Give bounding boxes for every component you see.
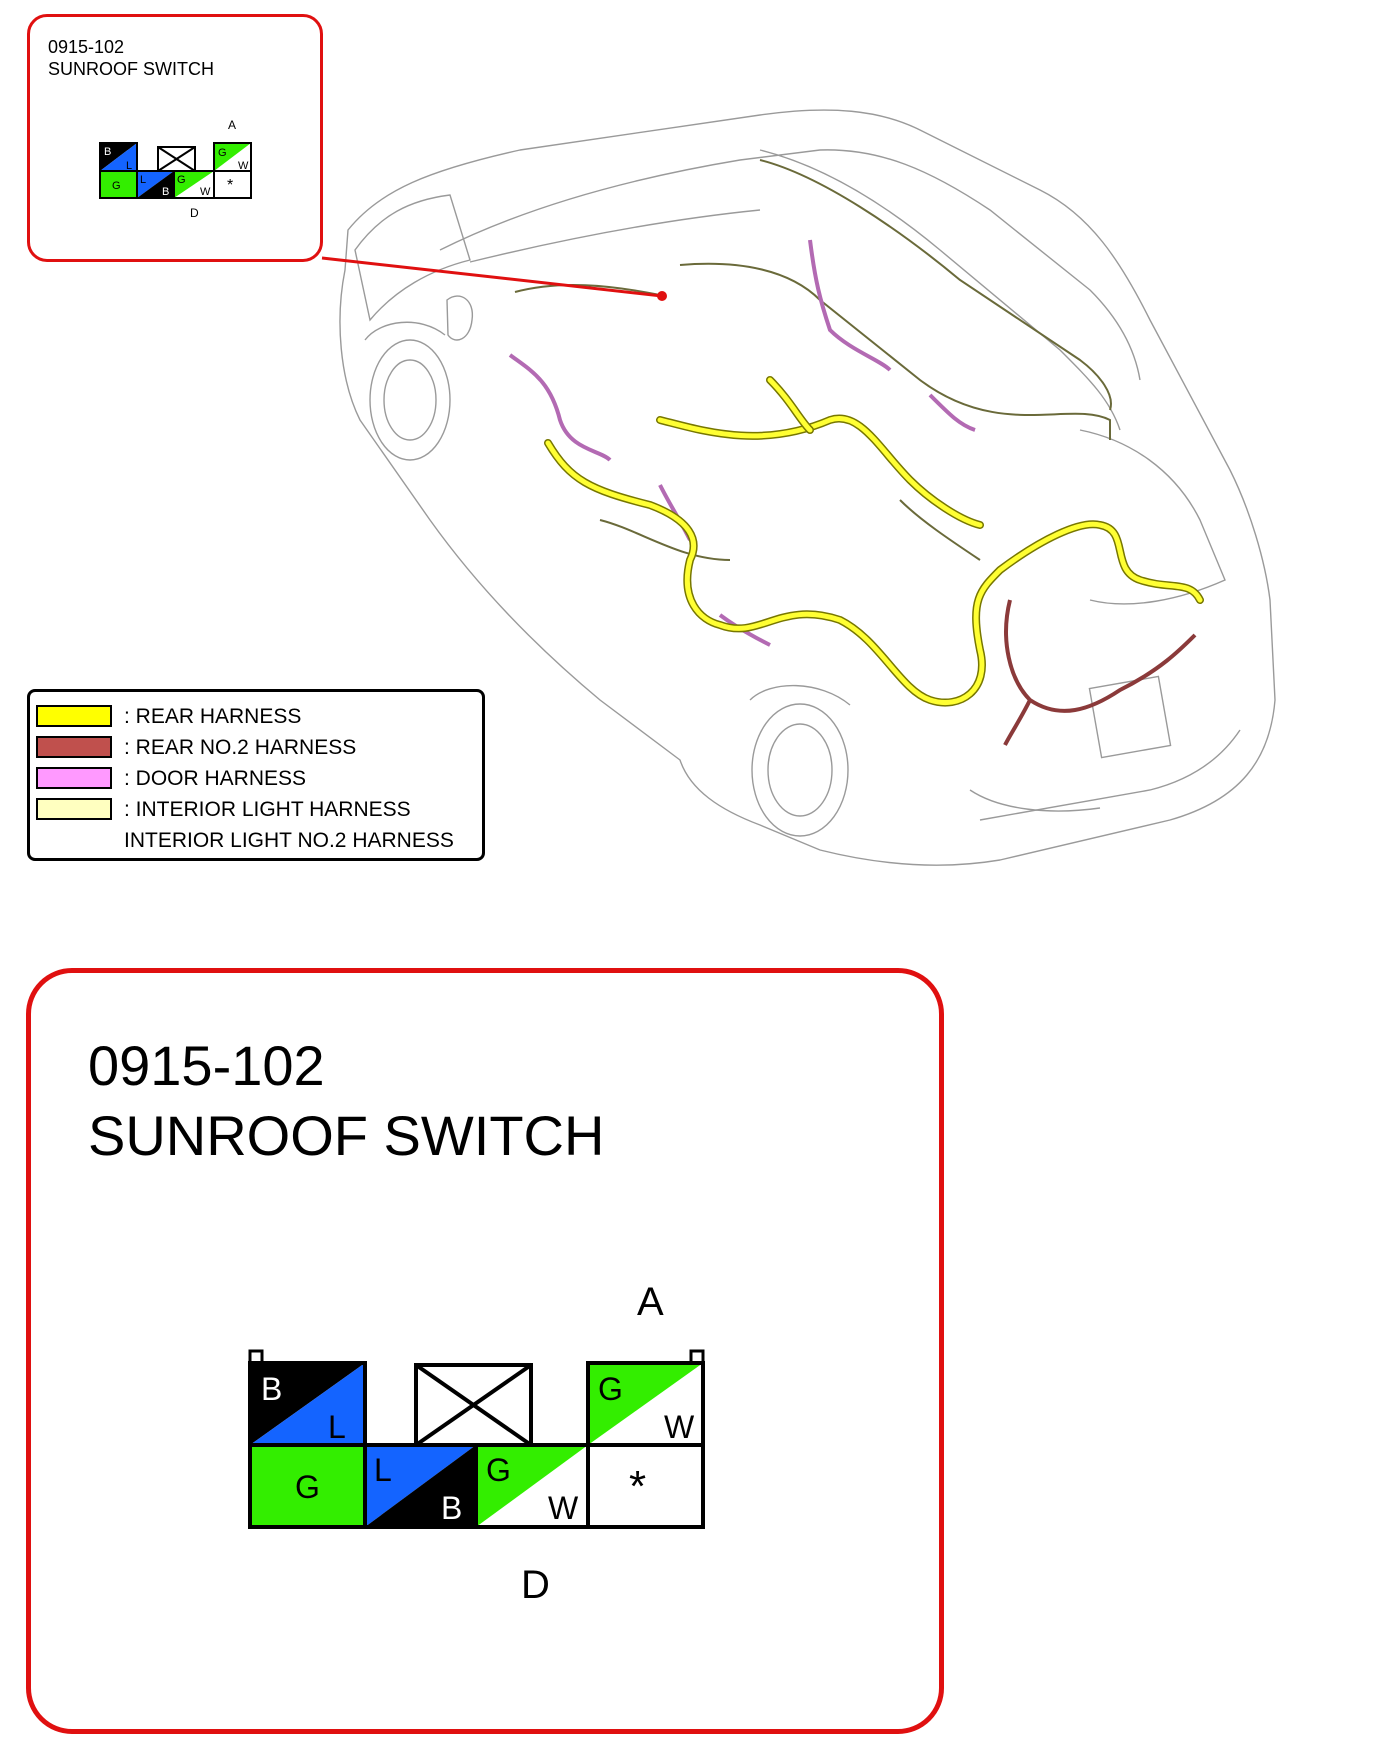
connector-callout-large: 0915-102 SUNROOF SWITCH A D B L G W <box>26 968 944 1734</box>
harness-legend: : REAR HARNESS : REAR NO.2 HARNESS : DOO… <box>27 689 485 861</box>
terminal-bottom-mid2: G W <box>474 1443 590 1529</box>
svg-text:G: G <box>598 1371 623 1407</box>
svg-text:W: W <box>200 186 211 198</box>
svg-text:G: G <box>112 180 121 192</box>
svg-text:G: G <box>218 147 227 159</box>
svg-text:G: G <box>177 174 186 186</box>
terminal-bottom-left: G <box>248 1443 367 1529</box>
svg-text:L: L <box>374 1452 392 1488</box>
legend-swatch <box>36 736 112 758</box>
windshield-outline <box>354 194 471 322</box>
terminal-top-left: B L <box>248 1361 367 1447</box>
svg-text:G: G <box>486 1452 511 1488</box>
legend-label: : REAR HARNESS <box>124 705 302 728</box>
terminal-top-right: G W <box>586 1361 705 1447</box>
license-plate <box>1088 675 1172 759</box>
connector-code-small: 0915-102 <box>48 37 125 57</box>
rear-window-outline <box>1079 429 1226 605</box>
svg-text:*: * <box>227 177 233 194</box>
front-wheel <box>369 339 451 461</box>
roof-outline <box>439 149 1141 381</box>
svg-text:W: W <box>238 160 249 172</box>
terminal-bottom-right: * <box>586 1443 705 1529</box>
car-body-outline <box>339 109 1276 866</box>
legend-label: : DOOR HARNESS <box>124 767 307 790</box>
svg-text:B: B <box>261 1371 282 1407</box>
svg-text:*: * <box>629 1462 646 1511</box>
pin-label-d-small: D <box>190 206 199 220</box>
svg-text:L: L <box>126 160 132 172</box>
connector-face-small: A D B L G W G L B G W * <box>99 118 252 220</box>
svg-text:B: B <box>104 146 111 158</box>
pin-label-a: A <box>637 1280 664 1324</box>
svg-text:L: L <box>328 1409 346 1445</box>
mirror-outline <box>446 295 474 341</box>
pin-label-d: D <box>521 1563 550 1607</box>
terminal-bottom-mid1: L B <box>363 1443 478 1529</box>
svg-text:B: B <box>162 186 169 198</box>
rear-wheel <box>751 703 849 837</box>
legend-label: : REAR NO.2 HARNESS <box>124 736 357 759</box>
connector-name-small: SUNROOF SWITCH <box>48 59 214 79</box>
connector-name-large: SUNROOF SWITCH <box>88 1104 605 1167</box>
svg-text:W: W <box>548 1490 579 1526</box>
legend-swatch <box>36 798 112 820</box>
callout-leader-line <box>321 256 663 298</box>
connector-callout-small: 0915-102 SUNROOF SWITCH A D B L G W G L … <box>27 14 323 262</box>
legend-swatch <box>36 767 112 789</box>
connector-code-large: 0915-102 <box>88 1034 325 1097</box>
terminal-empty <box>414 1363 533 1447</box>
rear-harness-route <box>544 439 1204 707</box>
connector-face-large: A D B L G W G <box>248 1280 705 1607</box>
legend-swatch <box>36 705 112 727</box>
svg-text:L: L <box>140 174 146 186</box>
legend-label: INTERIOR LIGHT NO.2 HARNESS <box>124 829 454 852</box>
switch-location-marker <box>657 291 667 301</box>
svg-text:B: B <box>441 1490 462 1526</box>
legend-label: : INTERIOR LIGHT HARNESS <box>124 798 411 821</box>
pin-label-a-small: A <box>228 118 236 132</box>
svg-text:G: G <box>295 1469 320 1505</box>
svg-text:W: W <box>664 1409 695 1445</box>
